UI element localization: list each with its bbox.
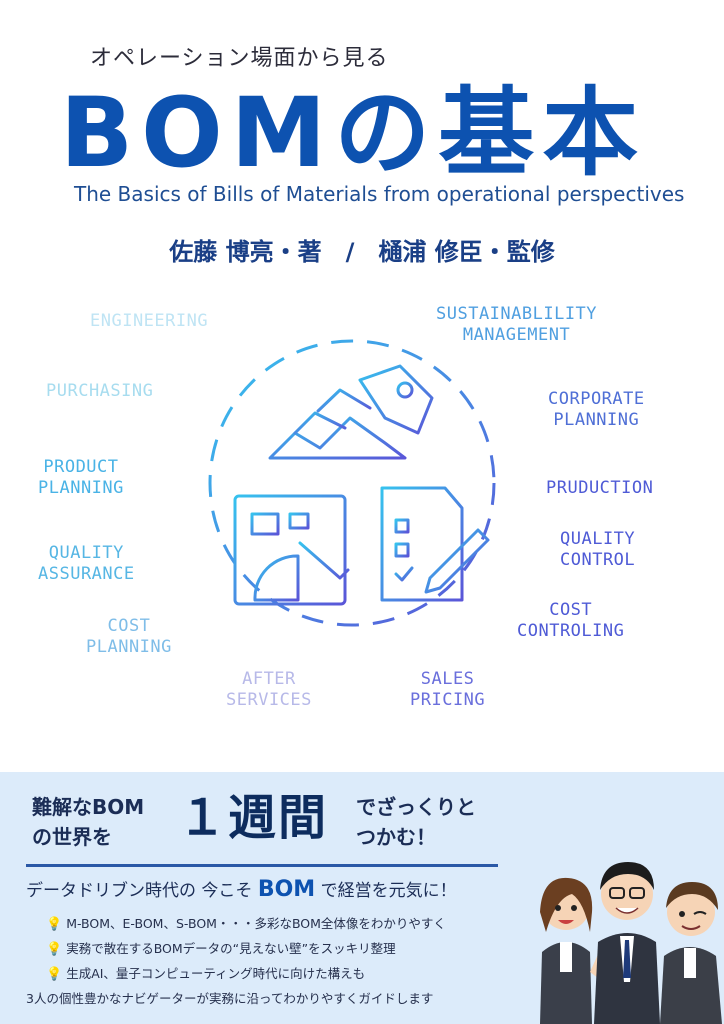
checklist-pencil-icon xyxy=(380,486,490,602)
bullet-item: 💡実務で散在するBOMデータの“見えない壁”をスッキリ整理 xyxy=(46,941,396,957)
catch-right: でざっくりとつかむ！ xyxy=(356,795,476,849)
navigator-man-glasses xyxy=(594,862,660,1024)
inventory-tag-icon xyxy=(268,364,434,460)
cover-title: BOMの基本 xyxy=(60,77,647,189)
navigators-illustration xyxy=(540,862,722,1024)
label-pruduction: PRUDUCTION xyxy=(546,478,654,498)
bullet-item: 💡生成AI、量子コンピューティング時代に向けた構えも xyxy=(46,966,366,982)
bom-cycle-illustration xyxy=(208,339,496,627)
cover-subtitle: オペレーション場面から見る xyxy=(90,46,389,71)
dashed-circle xyxy=(208,339,496,627)
label-engineering: ENGINEERING xyxy=(90,311,209,331)
lightbulb-icon: 💡 xyxy=(46,967,63,982)
slogan: データドリブン時代の 今こそ BOM で経営を元気に！ xyxy=(26,877,457,902)
lightbulb-icon: 💡 xyxy=(46,942,63,957)
label-purchasing: PURCHASING xyxy=(46,381,154,401)
english-title: The Basics of Bills of Materials from op… xyxy=(74,182,685,206)
catch-one-week: １週間 xyxy=(178,790,329,846)
blueprint-protractor-icon xyxy=(233,494,350,606)
footer-text: 3人の個性豊かなナビゲーターが実務に沿ってわかりやすくガイドします xyxy=(26,991,434,1006)
navigator-man-winking xyxy=(660,882,722,1024)
bullet-item: 💡M-BOM、E-BOM、S-BOM・・・多彩なBOM全体像をわかりやすく xyxy=(46,916,446,932)
lightbulb-icon: 💡 xyxy=(46,917,63,932)
divider xyxy=(26,864,498,867)
authors: 佐藤 博亮・著 / 樋浦 修臣・監修 xyxy=(169,238,555,266)
